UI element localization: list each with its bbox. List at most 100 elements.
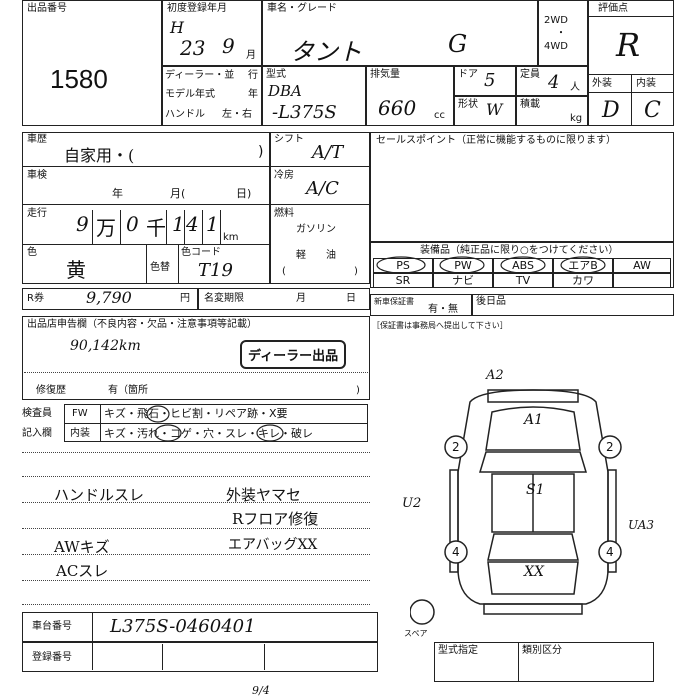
chassis-value: L375S-0460401	[110, 616, 256, 637]
hood	[485, 406, 581, 451]
shape-label: 形状	[458, 99, 478, 110]
wheel-rl	[444, 540, 468, 564]
inspection-day: 日)	[236, 187, 252, 200]
front-bumper	[487, 389, 579, 403]
recycle-value: 9,790	[86, 288, 132, 307]
history-value: 自家用・(	[64, 146, 135, 165]
eval-label: 評価点	[598, 3, 628, 14]
load-label: 積載	[520, 99, 540, 110]
fuel-open: (	[282, 266, 286, 277]
ac-label: 冷房	[274, 170, 294, 181]
history-close: )	[258, 144, 264, 160]
circle-abs	[500, 256, 546, 274]
later-box	[472, 294, 674, 316]
circle-sure	[256, 424, 284, 442]
dmg-u2: U2	[402, 496, 422, 511]
reg-month-unit: 月	[246, 50, 256, 61]
fuel-gas: ガソリン	[296, 224, 336, 235]
load-box	[516, 96, 588, 126]
recycle-box	[22, 288, 198, 310]
disp-unit: cc	[434, 110, 445, 121]
lot-box	[22, 0, 162, 126]
wheel-rr	[598, 540, 622, 564]
repair-label: 修復歴	[36, 385, 66, 396]
ext-label: 外装	[592, 78, 612, 89]
cap-unit: 人	[570, 82, 580, 93]
color-code-value: T19	[198, 260, 233, 281]
recycle-unit: 円	[180, 293, 190, 304]
disp-label: 排気量	[370, 69, 400, 80]
door-box	[454, 66, 516, 96]
inspector-label1: 検査員	[22, 408, 52, 419]
door-label: ドア	[458, 69, 478, 80]
history-label: 車歴	[27, 134, 47, 145]
mileage-unit: km	[223, 232, 239, 243]
report-box	[22, 316, 370, 400]
reg-year: 23	[180, 36, 206, 60]
load-unit: kg	[570, 113, 583, 124]
reg-box	[162, 0, 262, 66]
period-day: 日	[346, 293, 356, 304]
color-label: 色	[27, 247, 37, 258]
inspection-label: 車検	[27, 170, 47, 181]
dealer-unit: 行	[248, 70, 258, 81]
cap-label: 定員	[520, 69, 540, 80]
circle-pw	[439, 256, 485, 274]
inspection-month: 月(	[170, 187, 186, 200]
disp-box	[366, 66, 454, 126]
bottom-scribble: 9/4	[252, 684, 270, 697]
mileage-d4: 4	[186, 212, 199, 236]
note-floor: Rフロア修復	[232, 510, 319, 528]
wheel-rr-label: 4	[606, 545, 614, 559]
mileage-u2: 千	[146, 216, 166, 240]
type-label: 型式	[266, 69, 286, 80]
equipment-label: 装備品（純正品に限り○をつけてください）	[420, 245, 619, 256]
report-label: 出品店申告欄（不良内容・欠品・注意事項等記載）	[27, 319, 257, 330]
dmg-xx: XX	[524, 564, 544, 580]
type-value2: -L375S	[272, 102, 337, 123]
car-name: タント	[290, 38, 362, 66]
shape-value: W	[486, 100, 503, 119]
mileage-label: 走行	[27, 208, 47, 219]
eval-score: R	[616, 26, 641, 64]
report-handwritten: 90,142km	[70, 338, 141, 354]
wheel-fr	[598, 435, 622, 459]
mileage-u1: 万	[96, 216, 116, 240]
circle-yogore	[154, 424, 182, 442]
circle-airbag	[560, 256, 606, 274]
fuel-light: 軽	[296, 250, 306, 261]
lot-label: 出品番号	[27, 3, 67, 14]
reg-month: 9	[222, 34, 235, 58]
spare-label: スペア	[404, 629, 428, 638]
model-year-label: モデル年式	[165, 89, 215, 100]
grade: G	[448, 30, 468, 58]
chassis-label: 車台番号	[32, 621, 72, 632]
color-change-label: 色替	[150, 262, 170, 273]
int-label: 内装	[636, 78, 656, 89]
fuel-close: )	[354, 266, 358, 277]
shape-box	[454, 96, 516, 126]
shift-value: A/T	[312, 142, 344, 163]
warranty-label: 新車保証書	[374, 297, 414, 306]
dealer-stamp: ディーラー出品	[240, 340, 347, 369]
period-label: 名変期限	[204, 293, 244, 304]
mileage-d5: 1	[206, 212, 219, 236]
drive-2wd: 2WD	[544, 15, 568, 26]
wheel-rl-label: 4	[452, 545, 460, 559]
color-code-label: 色コード	[181, 247, 221, 258]
fw-items: キズ・飛石・ヒビ割・リペア跡・X要	[104, 407, 288, 420]
class-label: 類別区分	[522, 645, 562, 656]
warranty-note: ［保証書は事務局へ提出して下さい］	[372, 321, 508, 330]
reg-number-label: 登録番号	[32, 652, 72, 663]
type-spec-label: 型式指定	[438, 645, 478, 656]
model-year-unit: 年	[248, 89, 258, 100]
sales-box	[370, 132, 674, 242]
fuel-oil: 油	[326, 250, 336, 261]
type-box	[262, 66, 366, 126]
dmg-a1: A1	[524, 412, 544, 428]
lot-number: 1580	[50, 64, 108, 94]
dealer-label: ディーラー・並	[165, 70, 235, 81]
circle-tobiishi	[146, 405, 170, 423]
reg-number-box	[22, 642, 378, 672]
shift-label: シフト	[274, 134, 304, 145]
